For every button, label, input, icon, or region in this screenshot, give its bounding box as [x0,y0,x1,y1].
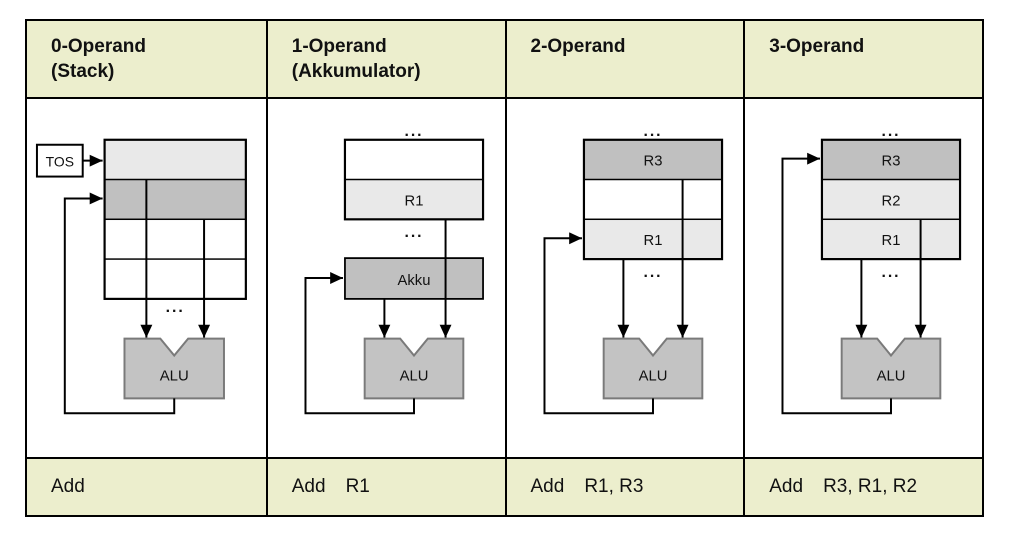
stack-row-tos [103,139,247,181]
header-line1: 1-Operand [291,36,387,57]
diagram-cell-akkumulator: ... R1 ... Akku ALU [265,97,505,457]
instruction-cell-3-operand: Add R3, R1, R2 [743,457,982,515]
alu-shape [123,337,225,400]
r1-label: R1 [643,233,662,249]
instruction-operands: R3, R1, R2 [823,476,918,497]
instruction-opcode: Add [291,476,326,497]
r1-label: R1 [404,193,423,209]
stack-row-second [103,178,247,221]
two-operand-machine-diagram: ... R3 R1 ... ALU [542,123,723,415]
r3-label: R3 [882,154,901,170]
alu-result-wire [63,192,176,415]
alu-shape [363,337,465,400]
instruction-opcode: Add [530,476,565,497]
instruction-opcode: Add [769,476,804,497]
instruction-operands: R1, R3 [584,476,644,497]
header-3-operand: 3-Operand [743,21,982,97]
header-line2: (Stack) [51,61,115,82]
alu-shape [602,337,703,400]
diagram-cell-3-operand: ... R3 R2 R1 ... ALU [743,97,982,457]
header-2-operand: 2-Operand [504,21,744,97]
header-0-operand: 0-Operand (Stack) [27,21,266,97]
instruction-cell-akkumulator: Add R1 [265,457,505,515]
diagram-cell-stack: ... TOS ALU [27,97,266,457]
dots-bottom: ... [404,224,423,241]
stack-dots: ... [166,299,185,316]
header-line2: (Akkumulator) [291,61,421,82]
akku-box [343,257,484,300]
instruction-operands: R1 [345,476,370,497]
regfile-frame [821,138,962,261]
alu-label: ALU [160,368,189,384]
header-line1: 2-Operand [530,36,626,57]
regfile-frame [343,138,484,221]
r3-label: R3 [643,154,662,170]
dots-top: ... [882,123,901,140]
instruction-cell-2-operand: Add R1, R3 [504,457,744,515]
diagram-cell-2-operand: ... R3 R1 ... ALU [504,97,744,457]
accumulator-machine-diagram: ... R1 ... Akku ALU [304,123,484,415]
isa-comparison-table: 0-Operand (Stack) 1-Operand (Akkumulator… [25,19,984,517]
dots-top: ... [404,123,423,140]
alu-result-wire [304,272,415,415]
r1-label: R1 [882,233,901,249]
dots-top: ... [643,123,662,140]
akku-label: Akku [397,273,430,289]
instruction-opcode: Add [51,476,85,497]
tos-label: TOS [46,154,74,170]
stack-machine-diagram: ... TOS ALU [35,138,247,415]
reg-row-r3 [582,139,723,181]
alu-label: ALU [638,368,667,384]
regfile-frame [582,138,723,261]
header-line1: 0-Operand [51,36,147,57]
header-line1: 3-Operand [769,36,865,57]
reg-row-r1 [821,218,961,260]
stack-row-empty-1 [103,218,247,260]
alu-shape [840,337,942,400]
tos-box [35,143,84,178]
dots-bottom: ... [643,264,662,281]
stack-row-empty-2 [103,258,247,300]
alu-result-wire [781,152,893,415]
alu-result-wire [542,232,654,415]
alu-label: ALU [877,368,906,384]
dots-bottom: ... [882,264,901,281]
instruction-cell-stack: Add [27,457,266,515]
reg-row-empty [344,139,484,181]
three-operand-machine-diagram: ... R3 R2 R1 ... ALU [781,123,962,415]
stack-box-frame [103,138,247,300]
reg-row-empty [582,178,723,221]
alu-label: ALU [399,368,428,384]
header-1-operand: 1-Operand (Akkumulator) [265,21,505,97]
r2-label: R2 [882,193,901,209]
